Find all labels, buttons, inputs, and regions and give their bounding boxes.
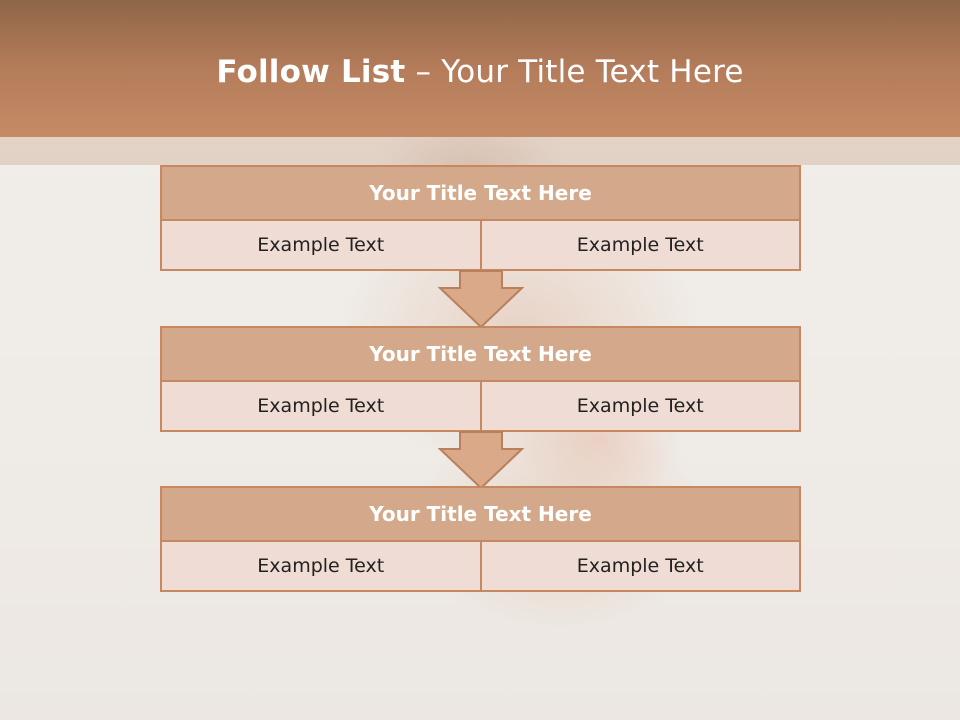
block-title-2: Your Title Text Here <box>160 326 801 382</box>
block-row-1: Example Text Example Text <box>160 221 801 271</box>
block-2-cell-left: Example Text <box>257 395 385 417</box>
block-title-1: Your Title Text Here <box>160 165 801 221</box>
block-title-3: Your Title Text Here <box>160 486 801 542</box>
page-title: Follow List – Your Title Text Here <box>0 54 960 90</box>
header-strip <box>0 137 960 165</box>
block-2-cell-right: Example Text <box>479 382 800 430</box>
title-bold: Follow List <box>216 54 406 90</box>
header-bar <box>0 0 960 137</box>
block-1-cell-right: Example Text <box>479 221 800 269</box>
list-block-1: Your Title Text Here Example Text Exampl… <box>160 165 801 271</box>
list-block-2: Your Title Text Here Example Text Exampl… <box>160 326 801 432</box>
down-arrow-icon <box>438 431 524 489</box>
down-arrow-icon <box>438 270 524 328</box>
list-block-3: Your Title Text Here Example Text Exampl… <box>160 486 801 592</box>
block-1-cell-left: Example Text <box>257 234 385 256</box>
block-row-3: Example Text Example Text <box>160 542 801 592</box>
block-3-cell-right: Example Text <box>479 542 800 590</box>
block-3-cell-left: Example Text <box>257 555 385 577</box>
title-rest: – Your Title Text Here <box>415 54 744 90</box>
block-row-2: Example Text Example Text <box>160 382 801 432</box>
